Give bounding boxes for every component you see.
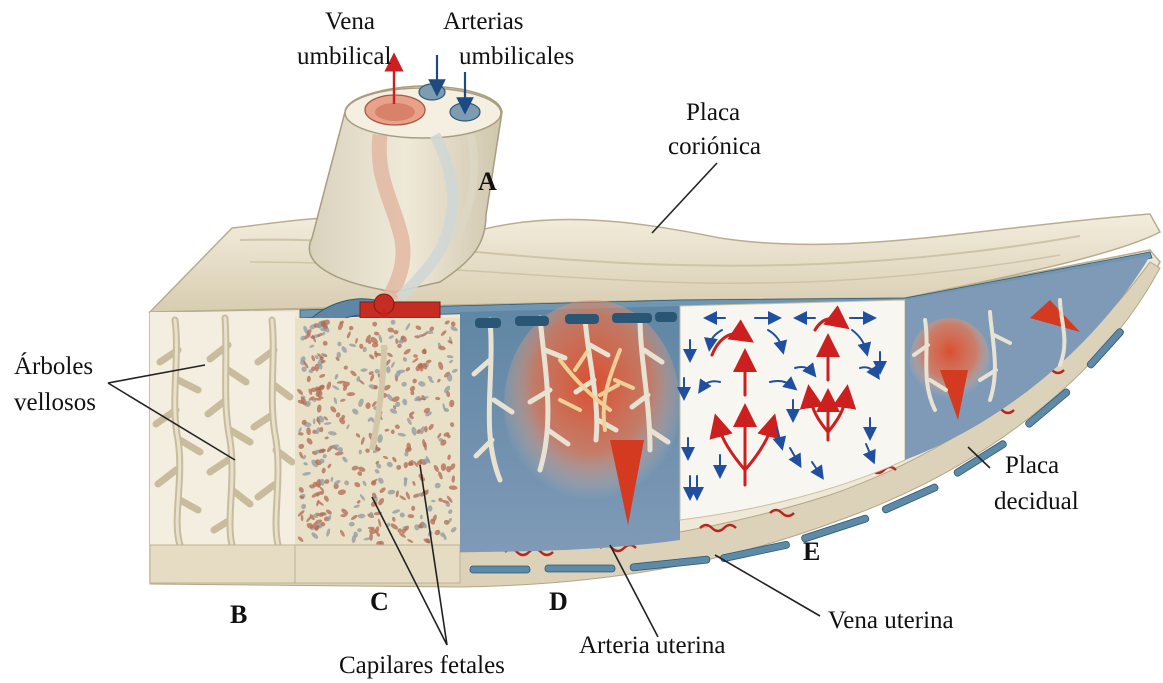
label-placa-decidual-line1: Placa: [1005, 452, 1059, 479]
capillary-dot: [393, 330, 398, 334]
label-arboles-vellosos-line1: Árboles: [14, 352, 93, 380]
section-d-maternal-blood: [460, 300, 680, 552]
label-arboles-vellosos-line2: vellosos: [14, 389, 96, 416]
capillary-dot: [424, 426, 428, 433]
section-c-fetal-capillaries: [295, 318, 460, 583]
label-capilares-fetales: Capilares fetales: [339, 652, 505, 679]
section-b-villous-trees: [150, 312, 295, 583]
label-arterias-umbilicales-line2: umbilicales: [459, 43, 574, 70]
label-vena-umbilical-line2: umbilical: [297, 43, 391, 70]
label-placa-corionica-line1: Placa: [686, 99, 740, 126]
label-placa-decidual-line2: decidual: [994, 488, 1079, 515]
capillary-dot: [420, 515, 423, 519]
label-arterias-umbilicales-line1: Arterias: [443, 8, 524, 35]
letter-b: B: [230, 600, 247, 629]
letter-d: D: [549, 587, 568, 616]
letter-a: A: [478, 167, 497, 196]
letter-c: C: [370, 587, 389, 616]
letter-e: E: [803, 537, 820, 566]
label-arteria-uterina: Arteria uterina: [579, 632, 725, 659]
label-vena-umbilical-line1: Vena: [325, 8, 375, 35]
label-placa-corionica-line2: coriónica: [668, 133, 761, 160]
label-vena-uterina: Vena uterina: [828, 607, 954, 634]
